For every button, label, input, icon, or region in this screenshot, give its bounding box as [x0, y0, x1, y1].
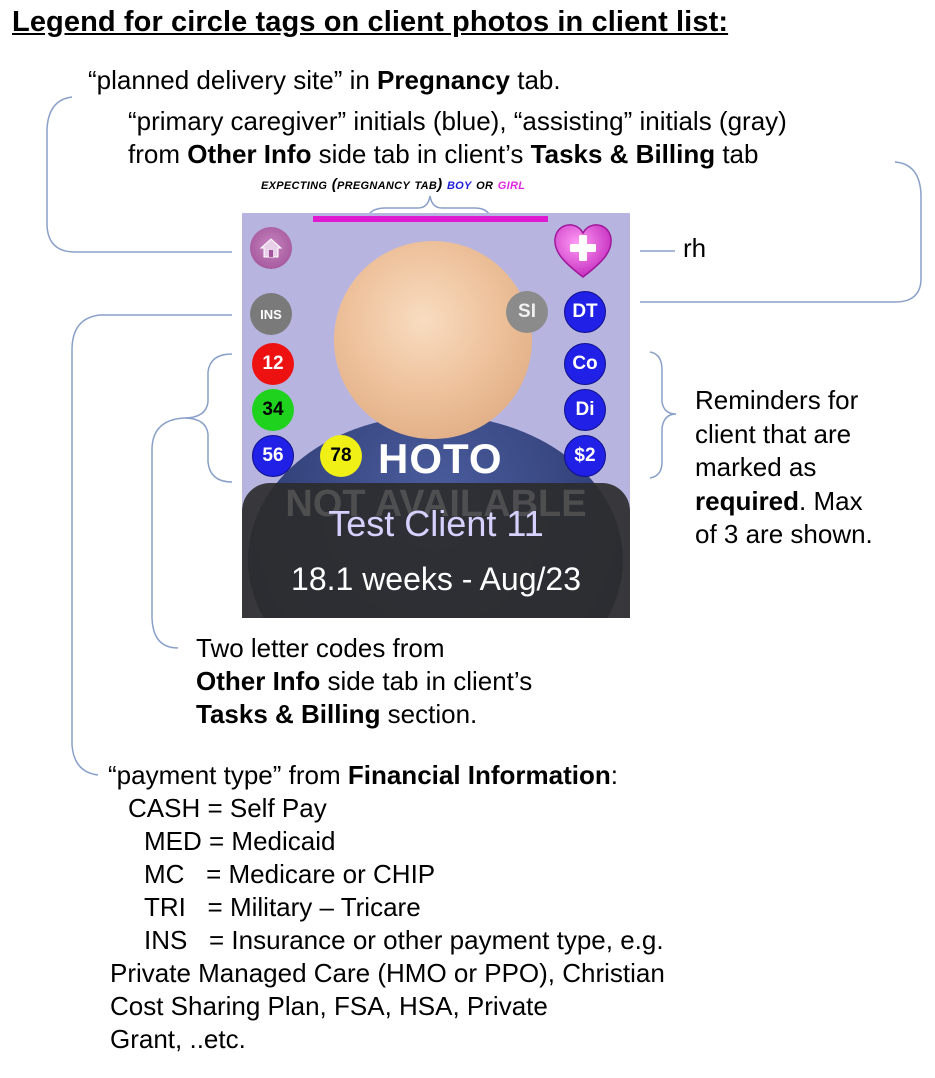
- reminders-line1: Reminders for: [695, 385, 859, 415]
- reminder-tag-4: 78: [320, 435, 362, 477]
- delivery-site-note: “planned delivery site” in Pregnancy tab…: [88, 64, 561, 97]
- caregiver-note-line1: “primary caregiver” initials (blue), “as…: [128, 106, 787, 136]
- caregiver-tab: tab: [715, 139, 759, 169]
- delivery-site-text-end: tab.: [510, 65, 561, 95]
- payment-line8: Cost Sharing Plan, FSA, HSA, Private: [110, 991, 548, 1021]
- heart-plus-icon: [554, 224, 612, 278]
- reminder-tag-3: 56: [252, 435, 294, 477]
- payment-line9: Grant, ..etc.: [110, 1024, 246, 1054]
- other-info-label: Other Info: [187, 139, 312, 169]
- expecting-brace: [365, 195, 493, 223]
- dt-tag: DT: [564, 291, 606, 333]
- reminders-line2: client that are: [695, 418, 852, 449]
- code-tag-2: Di: [564, 389, 606, 431]
- girl-label: girl: [497, 176, 526, 193]
- payment-med: MED = Medicaid: [144, 826, 336, 856]
- payment-colon: :: [610, 760, 619, 790]
- reminders-max: . Max: [799, 485, 863, 516]
- code-tag-3: $2: [564, 435, 606, 477]
- two-letter-line2: Other Info side tab in client’s: [196, 665, 532, 698]
- photo-placeholder-text: HOTO: [378, 435, 503, 482]
- tasks-billing-label-2: Tasks & Billing: [196, 699, 381, 729]
- caregiver-note-line2: from Other Info side tab in client’s Tas…: [128, 138, 758, 171]
- expecting-note: expecting (pregnancy tab) boy or girl: [261, 176, 525, 193]
- two-letter-line1: Two letter codes from: [196, 633, 445, 663]
- two-letter-line3-post: section.: [380, 699, 478, 729]
- payment-cash: CASH = Self Pay: [128, 793, 327, 823]
- not-available-watermark: NOT AVAILABLE: [285, 483, 587, 525]
- reminders-line5: of 3 are shown.: [695, 519, 873, 549]
- code-brace-right: [649, 351, 677, 479]
- delivery-site-connector: [46, 96, 232, 253]
- caregiver-from: from: [128, 139, 188, 169]
- rh-note: rh: [683, 233, 707, 263]
- payment-note: “payment type” from Financial Informatio…: [108, 759, 665, 1056]
- other-info-label-2: Other Info: [196, 666, 321, 696]
- reminders-line3: marked as: [695, 452, 817, 482]
- reminder-tag-1: 12: [252, 343, 294, 385]
- client-info-band: [242, 483, 630, 618]
- payment-connector: [71, 314, 232, 776]
- payment-line1: “payment type” from Financial Informatio…: [108, 759, 665, 792]
- payment-tri: TRI = Military – Tricare: [144, 892, 421, 922]
- reminder-brace-left: [183, 353, 233, 483]
- ins-tag: INS: [250, 293, 292, 335]
- legend-title: Legend for circle tags on client photos …: [12, 6, 729, 38]
- financial-info-label: Financial Information: [347, 760, 611, 790]
- two-letter-note: Two letter codes from Other Info side ta…: [196, 632, 532, 731]
- house-glyph: [259, 238, 283, 258]
- reminder-tag-2: 34: [252, 389, 294, 431]
- payment-line7: Private Managed Care (HMO or PPO), Chris…: [110, 958, 665, 988]
- si-tag: SI: [506, 291, 548, 333]
- code-tag-1: Co: [564, 343, 606, 385]
- boy-label: boy: [446, 176, 472, 193]
- home-icon: [250, 227, 292, 269]
- expecting-text: expecting (pregnancy tab): [261, 176, 447, 193]
- client-name[interactable]: Test Client 11: [328, 503, 544, 544]
- caregiver-mid: side tab in client’s: [311, 139, 531, 169]
- two-letter-line3: Tasks & Billing section.: [196, 698, 532, 731]
- two-letter-connector: [151, 417, 185, 649]
- placeholder-head: [334, 241, 532, 439]
- delivery-site-text: “planned delivery site” in: [88, 65, 378, 95]
- caregiver-connector: [640, 161, 922, 303]
- reminders-line4: required. Max: [695, 485, 873, 519]
- pregnancy-tab-label: Pregnancy: [377, 65, 510, 95]
- client-card[interactable]: HOTO NOT AVAILABLE Test Client 11 18.1 w…: [242, 213, 630, 618]
- tasks-billing-label: Tasks & Billing: [530, 139, 716, 169]
- girl-indicator-bar: [313, 216, 548, 222]
- payment-mc: MC = Medicare or CHIP: [144, 859, 436, 889]
- payment-ins: INS = Insurance or other payment type, e…: [144, 925, 664, 955]
- or-text: or: [471, 176, 498, 193]
- payment-pre: “payment type” from: [108, 760, 348, 790]
- reminders-note: Reminders for client that are marked as …: [695, 384, 873, 552]
- client-weeks: 18.1 weeks - Aug/23: [291, 561, 581, 597]
- two-letter-line2-post: side tab in client’s: [320, 666, 533, 696]
- required-label: required: [695, 485, 800, 516]
